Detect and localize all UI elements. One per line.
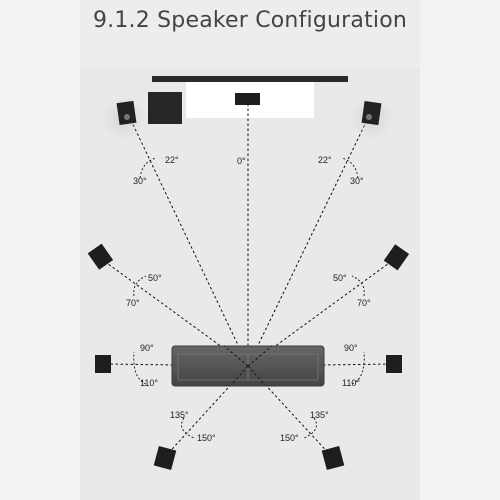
- room-floor: [80, 68, 420, 500]
- arc-side-left: [133, 351, 147, 385]
- label-wide-right-inner: 50°: [333, 273, 347, 283]
- speaker-rear-right: [321, 446, 345, 470]
- arc-rear-right: [303, 417, 317, 439]
- speaker-rear-left: [153, 446, 177, 470]
- label-wide-right-outer: 70°: [357, 298, 371, 308]
- arc-wide-left: [133, 275, 147, 297]
- speaker-side-left: [95, 355, 111, 373]
- speaker-wide-left: [87, 243, 114, 270]
- speaker-side-right: [386, 355, 402, 373]
- label-rear-left-outer: 150°: [197, 433, 216, 443]
- label-side-left-inner: 90°: [140, 343, 154, 353]
- arc-rear-left: [181, 417, 195, 439]
- arc-front-left: [139, 157, 157, 179]
- label-front-right-inner: 22°: [318, 155, 332, 165]
- arc-side-right: [351, 351, 365, 385]
- label-front-right-outer: 30°: [350, 176, 364, 186]
- line-front-left: [127, 113, 249, 367]
- arc-front-right: [341, 157, 359, 179]
- speaker-height-left: [116, 100, 137, 126]
- label-side-right-inner: 90°: [344, 343, 358, 353]
- label-center: 0°: [237, 156, 246, 166]
- speaker-height-right: [361, 100, 382, 126]
- line-side-right: [247, 363, 395, 367]
- subwoofer: [148, 92, 182, 124]
- label-rear-left-inner: 135°: [170, 410, 189, 420]
- label-rear-right-inner: 135°: [310, 410, 329, 420]
- label-wide-left-inner: 50°: [148, 273, 162, 283]
- tv-screen: [152, 76, 348, 82]
- angle-arcs: [133, 157, 365, 439]
- label-wide-left-outer: 70°: [126, 298, 140, 308]
- page-title: 9.1.2 Speaker Configuration: [92, 8, 408, 33]
- lines-over-sofa: [223, 345, 273, 385]
- label-rear-right-outer: 150°: [280, 433, 299, 443]
- label-front-left-inner: 22°: [165, 155, 179, 165]
- title-band: [80, 0, 420, 68]
- speaker-center: [235, 93, 260, 105]
- label-side-right-outer: 110°: [342, 378, 360, 388]
- label-front-left-outer: 30°: [133, 176, 147, 186]
- speaker-direction-lines: [99, 104, 397, 459]
- arc-wide-right: [351, 275, 365, 297]
- label-side-left-outer: 110°: [140, 378, 158, 388]
- line-front-right: [247, 113, 371, 367]
- speaker-wide-right: [383, 244, 410, 271]
